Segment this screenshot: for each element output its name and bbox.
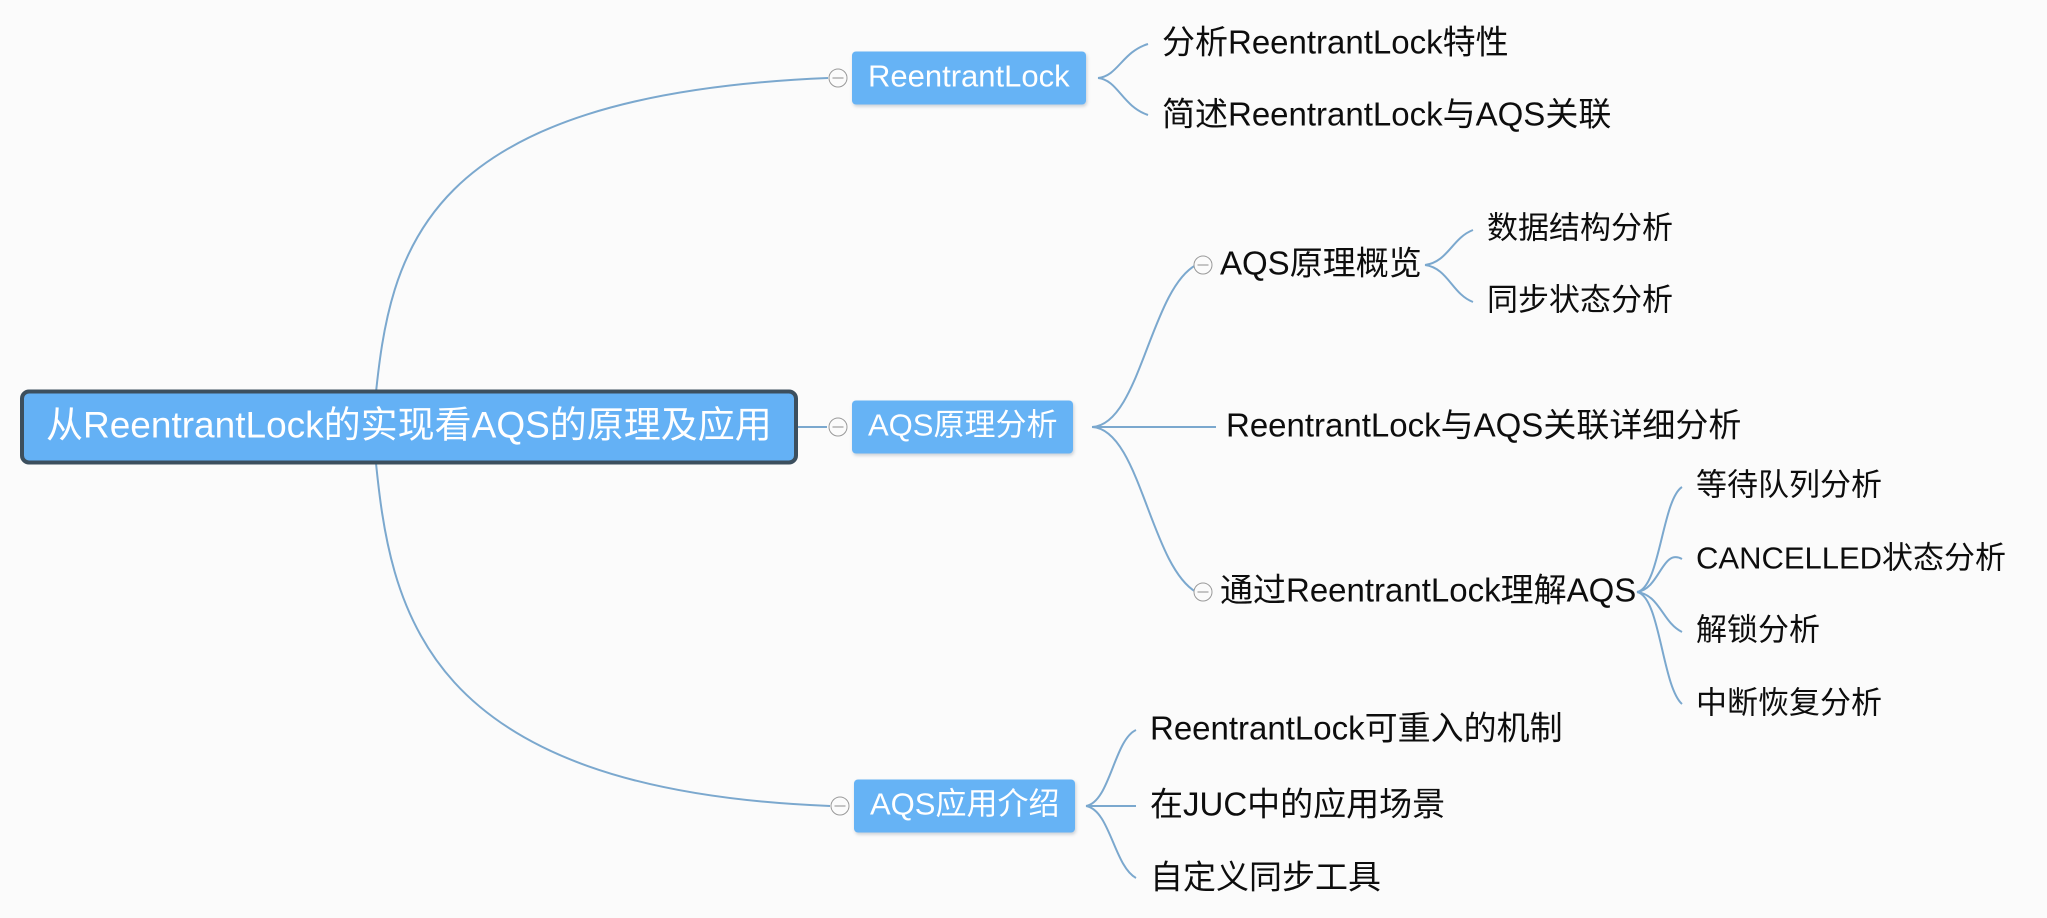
- leaf-node-analyze-reentrantlock-features[interactable]: 分析ReentrantLock特性: [1162, 24, 1509, 65]
- leaf-node-label: 解锁分析: [1696, 612, 1820, 648]
- branch-node-reentrantlock[interactable]: ReentrantLock: [852, 51, 1086, 105]
- collapse-toggle-icon-understand-aqs[interactable]: [1193, 582, 1213, 602]
- edge-understand-to-leaf1: [1636, 486, 1683, 593]
- leaf-node-data-structure-analysis[interactable]: 数据结构分析: [1487, 211, 1673, 250]
- leaf-node-juc-usage-scenarios[interactable]: 在JUC中的应用场景: [1150, 786, 1445, 827]
- collapse-toggle-icon-aqs-principle[interactable]: [828, 417, 848, 437]
- edge-rl-to-leaf1: [1097, 43, 1149, 79]
- branch-node-aqs-application-intro[interactable]: AQS应用介绍: [854, 779, 1076, 833]
- sub-node-label: 通过ReentrantLock理解AQS: [1220, 571, 1637, 609]
- leaf-node-cancelled-state-analysis[interactable]: CANCELLED状态分析: [1696, 541, 2006, 580]
- edge-understand-to-leaf4: [1636, 591, 1683, 705]
- collapse-toggle-icon-reentrantlock[interactable]: [828, 68, 848, 88]
- edge-root-to-reentrantlock: [374, 77, 829, 403]
- edge-overview-to-leaf1: [1424, 229, 1474, 266]
- leaf-node-reentrant-mechanism[interactable]: ReentrantLock可重入的机制: [1150, 710, 1563, 751]
- collapse-toggle-icon-aqs-overview[interactable]: [1193, 255, 1213, 275]
- edge-app-to-leaf3: [1085, 805, 1137, 879]
- collapse-toggle-icon-aqs-application[interactable]: [830, 796, 850, 816]
- edge-understand-to-leaf3: [1636, 591, 1683, 633]
- leaf-node-label: 中断恢复分析: [1696, 685, 1882, 721]
- leaf-node-label: 在JUC中的应用场景: [1150, 785, 1446, 823]
- sub-node-understand-aqs-via-reentrantlock[interactable]: 通过ReentrantLock理解AQS: [1220, 572, 1636, 613]
- leaf-node-label: 自定义同步工具: [1150, 858, 1381, 896]
- leaf-node-label: 简述ReentrantLock与AQS关联: [1162, 95, 1612, 133]
- edge-understand-to-leaf2: [1636, 556, 1683, 593]
- edge-aqs-to-overview: [1091, 264, 1197, 428]
- edge-rl-to-leaf2: [1097, 77, 1149, 116]
- leaf-node-label: 同步状态分析: [1487, 282, 1673, 318]
- branch-node-label: AQS应用介绍: [870, 786, 1060, 822]
- sub-node-label: AQS原理概览: [1220, 244, 1422, 282]
- leaf-node-custom-sync-tools[interactable]: 自定义同步工具: [1150, 859, 1381, 900]
- sub-node-label: ReentrantLock与AQS关联详细分析: [1226, 406, 1742, 444]
- branch-node-aqs-principle-analysis[interactable]: AQS原理分析: [852, 400, 1074, 454]
- sub-node-aqs-principle-overview[interactable]: AQS原理概览: [1220, 245, 1422, 286]
- root-node-label: 从ReentrantLock的实现看AQS的原理及应用: [46, 404, 772, 446]
- leaf-node-interrupt-recovery-analysis[interactable]: 中断恢复分析: [1696, 686, 1882, 725]
- branch-node-label: ReentrantLock: [868, 58, 1070, 94]
- leaf-node-label: ReentrantLock可重入的机制: [1150, 709, 1563, 747]
- leaf-node-reentrantlock-aqs-relation-brief[interactable]: 简述ReentrantLock与AQS关联: [1162, 96, 1611, 137]
- leaf-node-sync-state-analysis[interactable]: 同步状态分析: [1487, 283, 1673, 322]
- edge-app-to-leaf1: [1085, 729, 1137, 807]
- edge-aqs-to-understand: [1091, 426, 1197, 593]
- leaf-node-unlock-analysis[interactable]: 解锁分析: [1696, 613, 1820, 652]
- leaf-node-wait-queue-analysis[interactable]: 等待队列分析: [1696, 468, 1882, 507]
- sub-node-reentrantlock-aqs-detail-analysis[interactable]: ReentrantLock与AQS关联详细分析: [1226, 407, 1741, 448]
- edge-root-to-aqs-application: [374, 452, 831, 807]
- leaf-node-label: 等待队列分析: [1696, 467, 1882, 503]
- branch-node-label: AQS原理分析: [868, 407, 1058, 443]
- leaf-node-label: 数据结构分析: [1487, 210, 1673, 246]
- leaf-node-label: 分析ReentrantLock特性: [1162, 23, 1509, 61]
- leaf-node-label: CANCELLED状态分析: [1696, 540, 2007, 576]
- root-node[interactable]: 从ReentrantLock的实现看AQS的原理及应用: [20, 389, 798, 465]
- edge-overview-to-leaf2: [1424, 264, 1474, 303]
